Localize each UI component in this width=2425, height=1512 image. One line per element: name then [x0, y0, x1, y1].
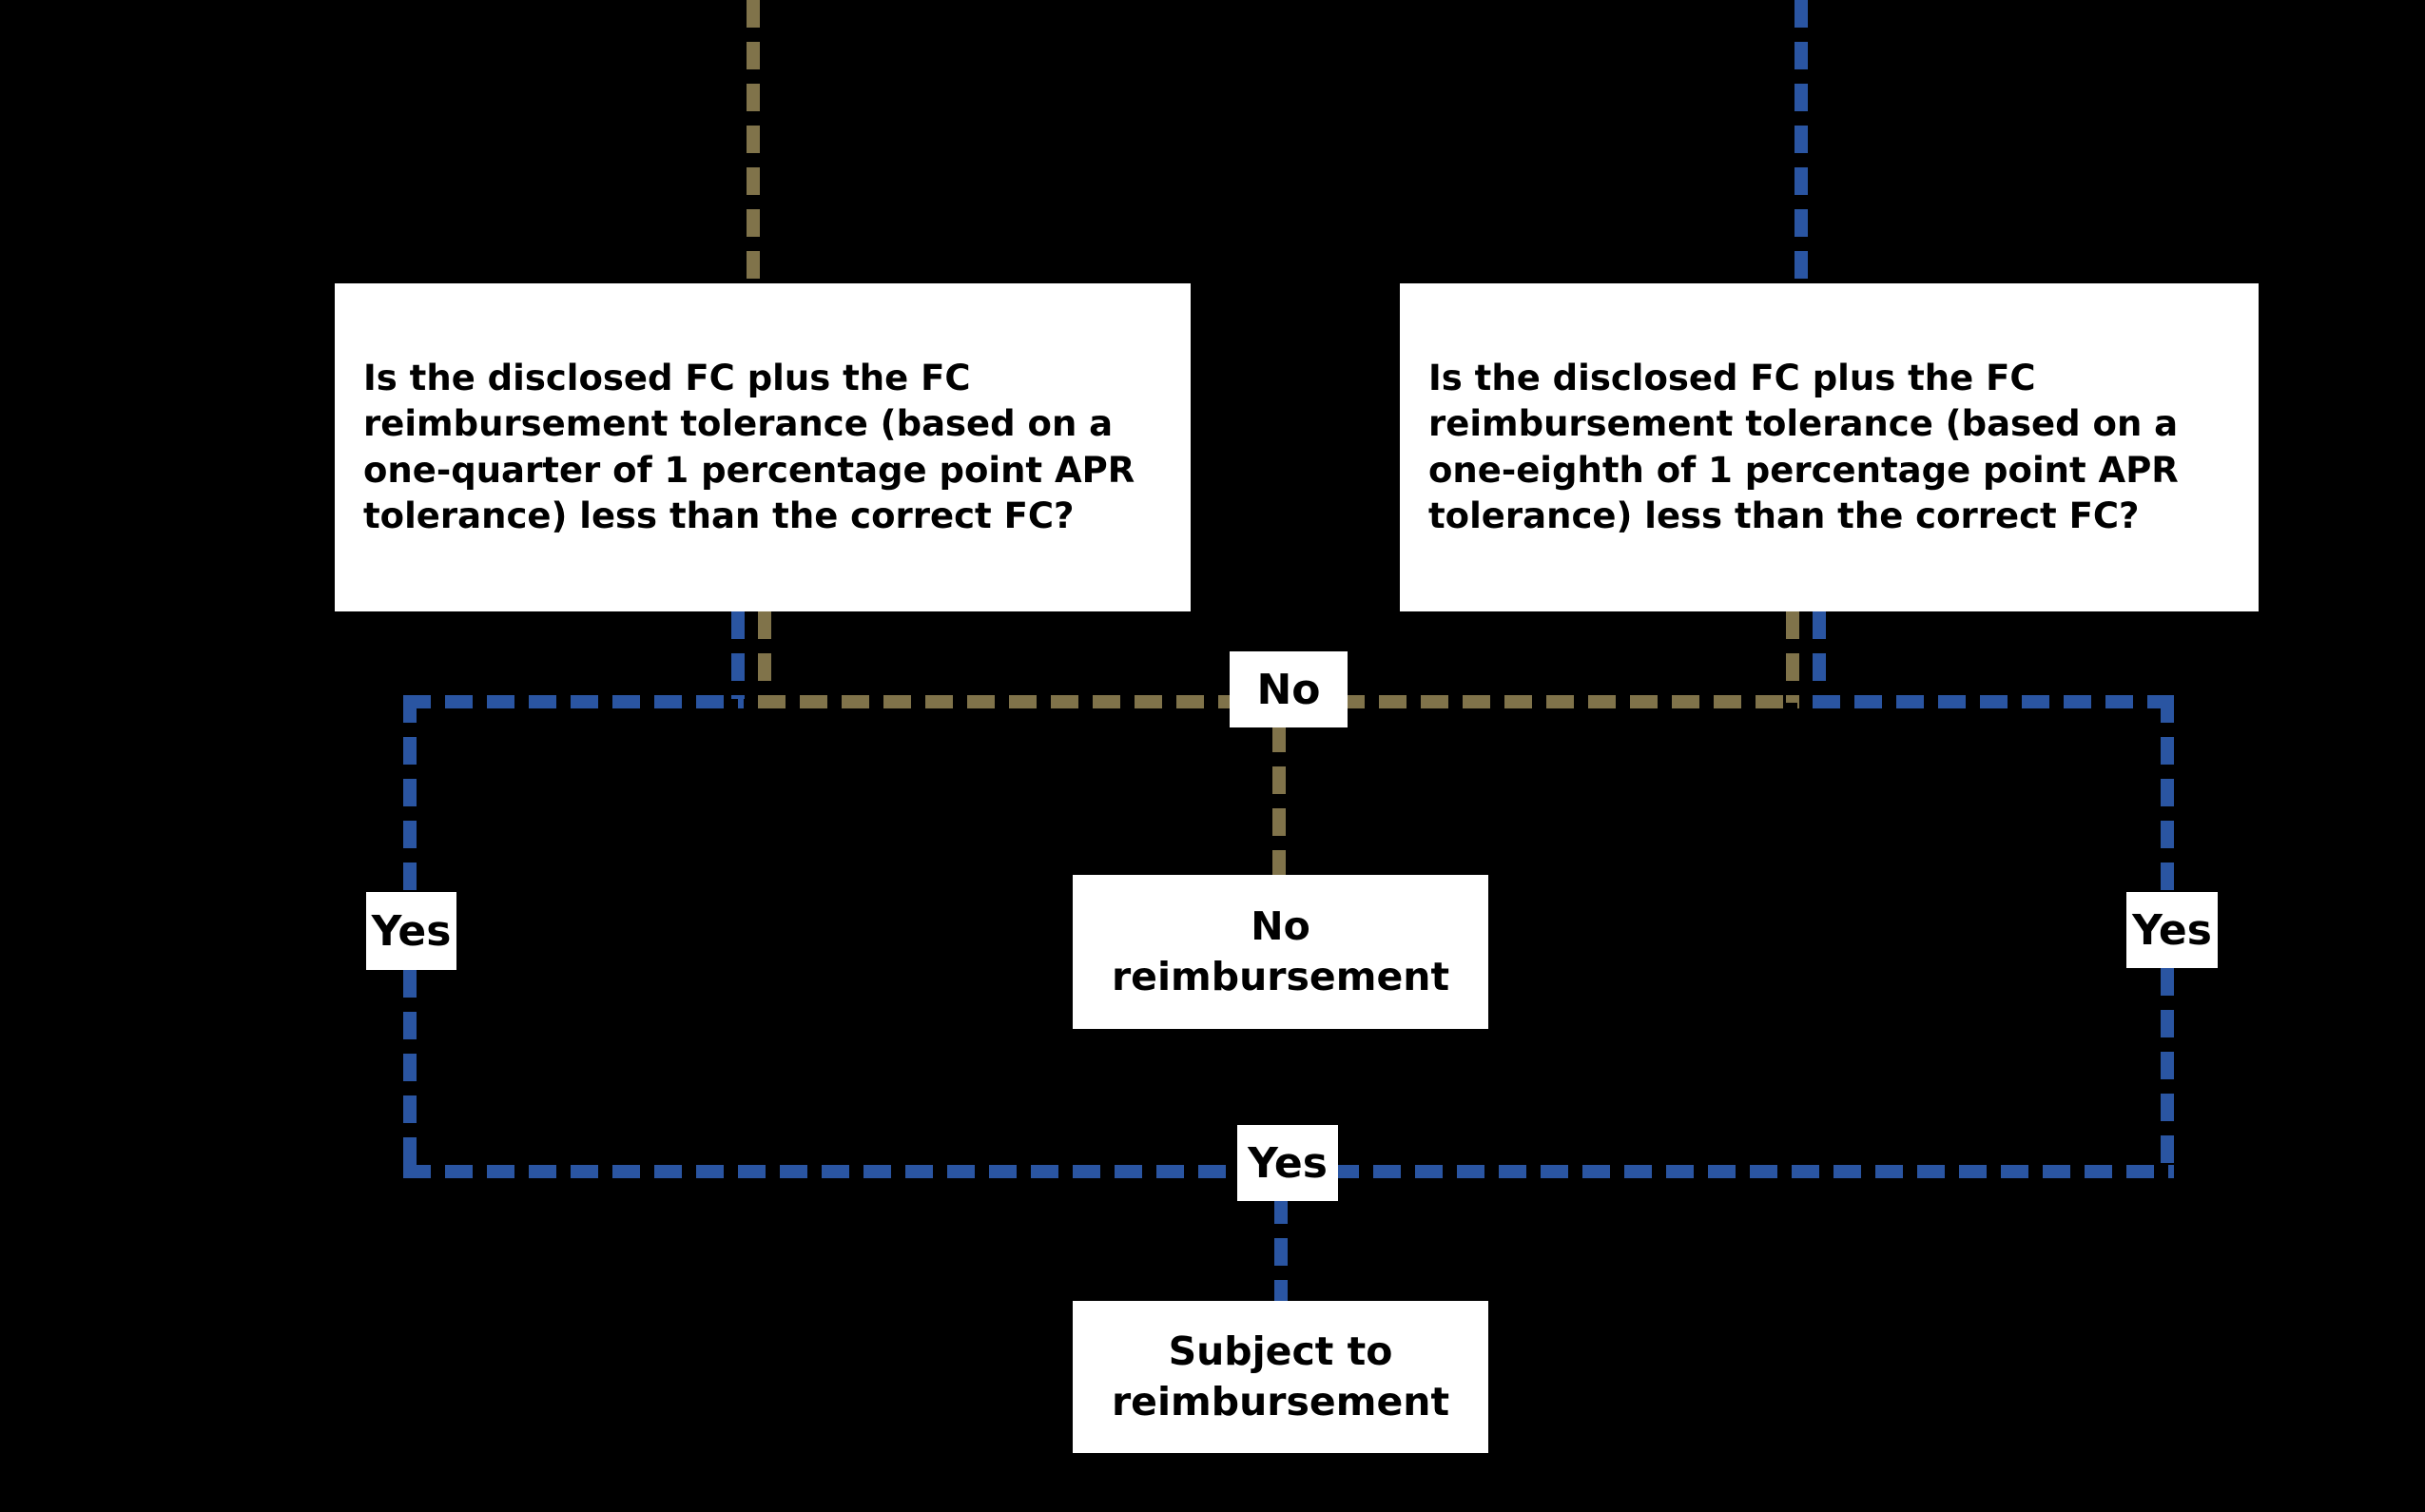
edge-label-yes-center: Yes	[1237, 1125, 1338, 1201]
edge-label-yes-left: Yes	[366, 892, 456, 970]
subject-to-reimbursement-text: Subject to reimbursement	[1111, 1328, 1450, 1425]
edge-left-no-right	[758, 695, 1238, 708]
right-decision-text: Is the disclosed FC plus the FC reimburs…	[1428, 358, 2179, 536]
no-reimbursement-box[interactable]: No reimbursement	[1073, 875, 1488, 1029]
edge-right-yes-down-stub	[1813, 611, 1826, 699]
edge-right-no-left	[1337, 695, 1799, 708]
edge-top-inlet-left	[747, 0, 760, 283]
edge-left-yes-left	[403, 695, 744, 708]
left-decision-box[interactable]: Is the disclosed FC plus the FC reimburs…	[335, 283, 1191, 611]
edge-right-rail-lower	[2161, 968, 2174, 1177]
edge-yes-down-to-final	[1274, 1196, 1288, 1306]
edge-label-no: No	[1230, 651, 1348, 727]
edge-label-yes-right: Yes	[2126, 892, 2218, 968]
edge-left-yes-down-stub	[731, 611, 745, 699]
edge-bottom-right-run	[1331, 1165, 2174, 1178]
no-reimbursement-text: No reimbursement	[1111, 902, 1450, 999]
right-decision-box[interactable]: Is the disclosed FC plus the FC reimburs…	[1400, 283, 2259, 611]
edge-right-yes-right	[1813, 695, 2174, 708]
edge-top-inlet-right	[1794, 0, 1808, 283]
edge-left-no-down	[758, 611, 771, 703]
edge-bottom-left-run	[403, 1165, 1245, 1178]
edge-right-no-down	[1786, 611, 1799, 703]
left-decision-text: Is the disclosed FC plus the FC reimburs…	[363, 358, 1135, 536]
edge-left-rail-lower	[403, 970, 417, 1177]
edge-no-down-to-node	[1272, 725, 1286, 881]
subject-to-reimbursement-box[interactable]: Subject to reimbursement	[1073, 1301, 1488, 1453]
edge-right-rail-upper	[2161, 695, 2174, 895]
edge-left-rail-upper	[403, 695, 417, 897]
